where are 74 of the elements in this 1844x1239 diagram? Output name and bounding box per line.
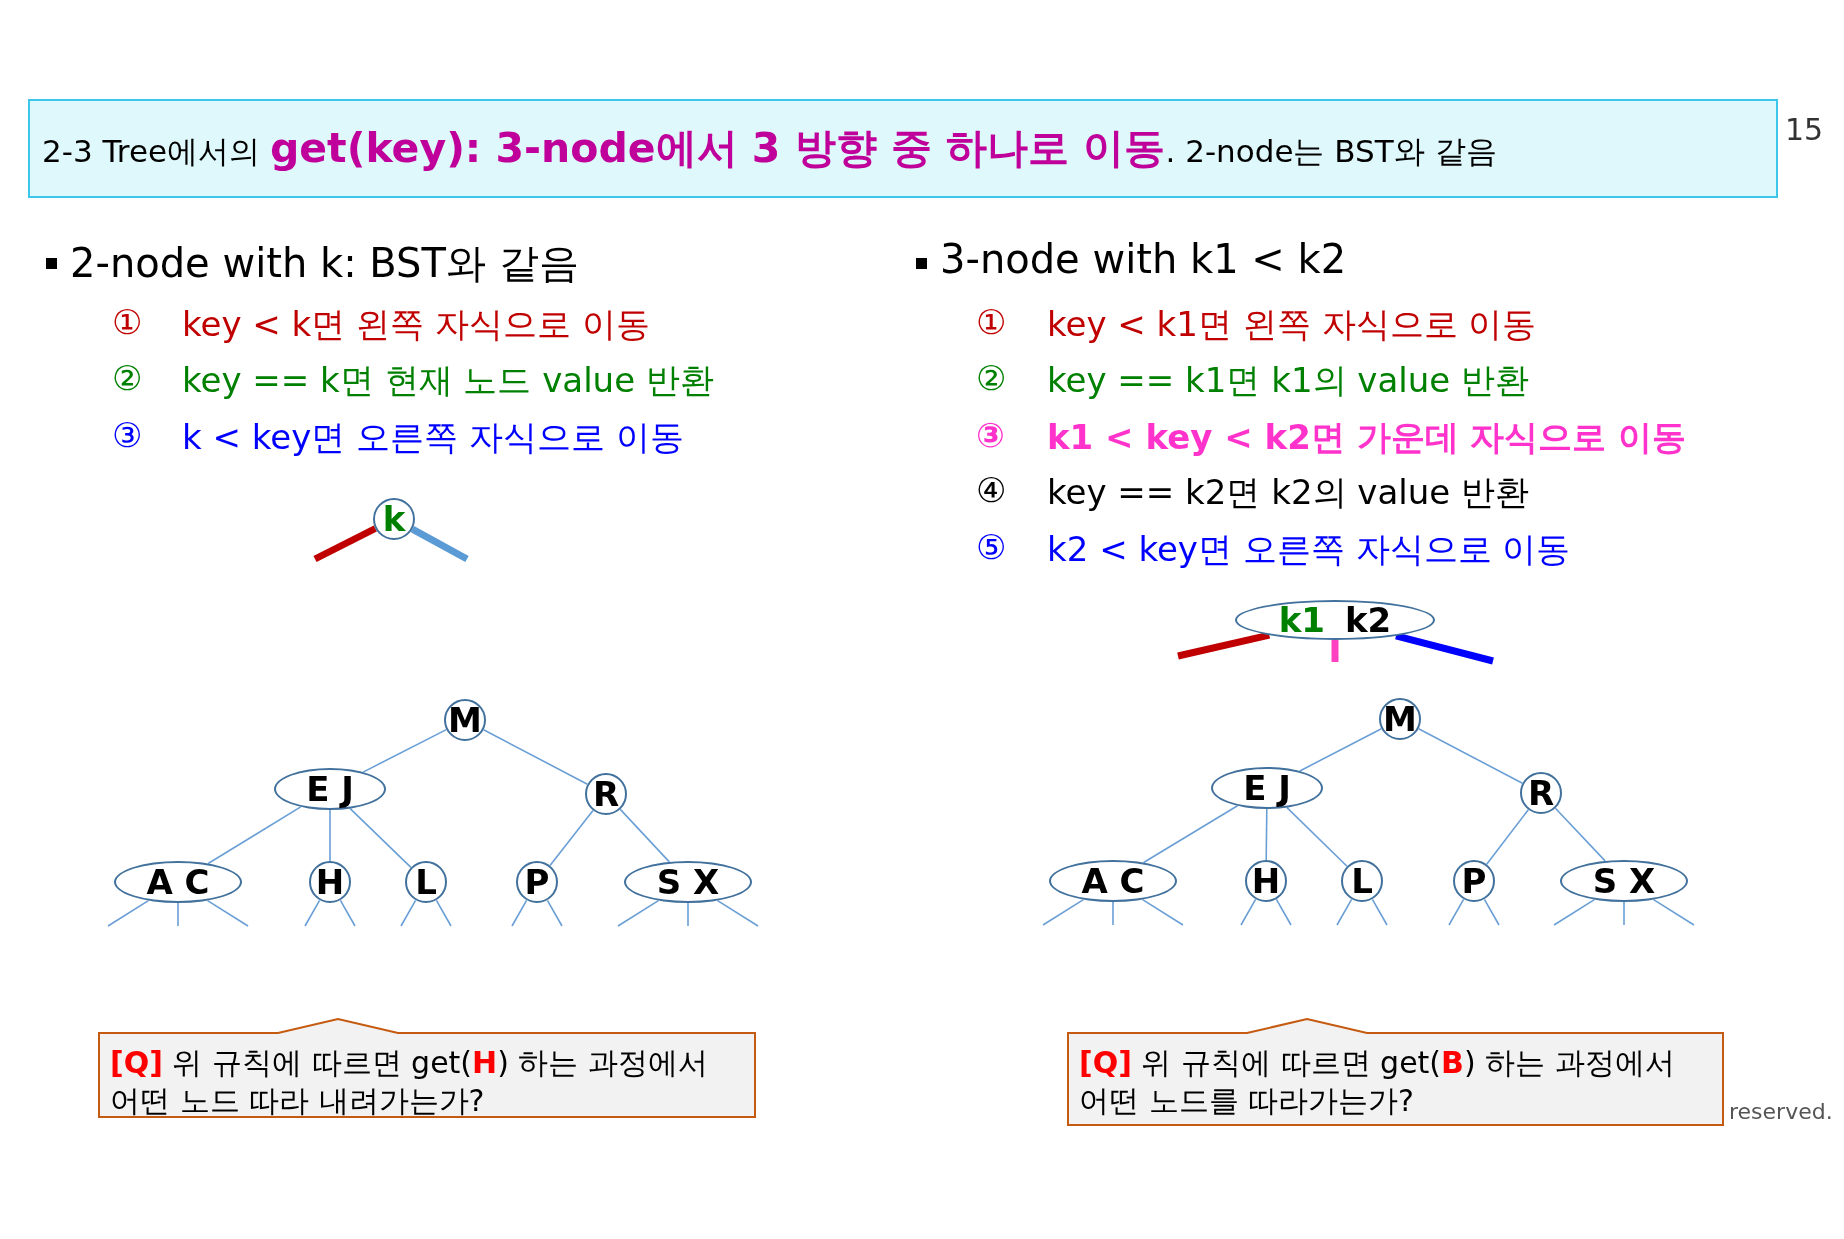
node-circle: L <box>1341 860 1383 902</box>
rule-text: k1 < key < k2면 가운데 자식으로 이동 <box>1047 416 1687 459</box>
question-callout: [Q] 위 규칙에 따르면 get(H) 하는 과정에서 어떤 노드 따라 내려가는가? <box>98 1018 756 1118</box>
subtree-link <box>1275 898 1292 926</box>
subtree-link <box>400 899 417 927</box>
tree-edge <box>1417 728 1524 784</box>
tree-edge <box>349 807 412 869</box>
bullet-heading: 2-node with k: BST와 같음 <box>70 239 579 288</box>
page-number: 15 <box>1785 112 1824 147</box>
node-circle: P <box>516 861 558 903</box>
subtree-link <box>1448 898 1465 926</box>
subtree-link <box>511 899 528 927</box>
title-banner: 2-3 Tree에서의 get(key): 3-node에서 3 방향 중 하나로 이동. 2-node는 BST와 같음 <box>28 99 1778 198</box>
node-circle: L <box>405 861 447 903</box>
rule-text: k < key면 오른쪽 자식으로 이동 <box>182 416 684 459</box>
child-link <box>410 526 469 563</box>
node-ellipse: A C <box>1049 860 1177 902</box>
node-ellipse: E J <box>274 768 386 810</box>
key-label: k2 <box>1345 600 1392 640</box>
node-ellipse: E J <box>1211 767 1323 809</box>
rule-text: key < k면 왼쪽 자식으로 이동 <box>182 303 650 346</box>
subtree-link <box>1240 898 1257 926</box>
subtree-link <box>1336 898 1353 926</box>
item-number: ① <box>112 302 143 342</box>
item-number: ⑤ <box>976 527 1007 567</box>
tree-edge <box>1485 808 1530 866</box>
rule-text: key == k2면 k2의 value 반환 <box>1047 471 1530 514</box>
tree-edge <box>1286 806 1348 868</box>
subtree-link <box>1371 898 1388 926</box>
subtree-link <box>1483 898 1500 926</box>
node-circle: H <box>309 861 351 903</box>
tree-edge <box>549 809 594 867</box>
rule-text: key == k1면 k1의 value 반환 <box>1047 359 1530 402</box>
item-number: ③ <box>112 415 143 455</box>
rule-text: key == k면 현재 노드 value 반환 <box>182 359 714 402</box>
node-ellipse: S X <box>624 861 752 903</box>
subtree-link <box>687 902 689 927</box>
node-circle: M <box>444 699 486 741</box>
tree-edge <box>1554 807 1606 862</box>
item-number: ② <box>976 358 1007 398</box>
key-label: k1 <box>1278 600 1325 640</box>
item-number: ② <box>112 358 143 398</box>
tree-edge <box>619 808 671 863</box>
node-circle: R <box>585 773 627 815</box>
node-circle: H <box>1245 860 1287 902</box>
child-link <box>1395 632 1494 665</box>
subtree-link <box>304 899 321 927</box>
child-link <box>313 525 377 563</box>
node-circle: M <box>1379 698 1421 740</box>
subtree-link <box>339 899 356 927</box>
subtree-link <box>1112 901 1114 926</box>
tree-edge <box>1265 808 1268 861</box>
child-link <box>1177 631 1271 660</box>
node-circle: R <box>1520 772 1562 814</box>
bullet-heading: 3-node with k1 < k2 <box>940 236 1347 282</box>
item-number: ④ <box>976 470 1007 510</box>
node-circle: P <box>1453 860 1495 902</box>
node-ellipse: S X <box>1560 860 1688 902</box>
question-callout: [Q] 위 규칙에 따르면 get(B) 하는 과정에서 어떤 노드를 따라가는가? <box>1067 1018 1724 1126</box>
item-number: ③ <box>976 415 1005 455</box>
rule-text: key < k1면 왼쪽 자식으로 이동 <box>1047 303 1537 346</box>
node-ellipse: A C <box>114 861 242 903</box>
node-circle: k <box>373 498 415 540</box>
rule-text: k2 < key면 오른쪽 자식으로 이동 <box>1047 528 1571 571</box>
tree-edge <box>1299 727 1383 772</box>
tree-edge <box>362 728 448 773</box>
item-number: ① <box>976 302 1007 342</box>
tree-edge <box>329 809 331 862</box>
subtree-link <box>546 899 563 927</box>
subtree-link <box>1623 901 1625 926</box>
copyright-note: reserved. <box>1729 1099 1833 1124</box>
subtree-link <box>177 902 179 927</box>
tree-edge <box>482 729 589 785</box>
subtree-link <box>435 899 452 927</box>
